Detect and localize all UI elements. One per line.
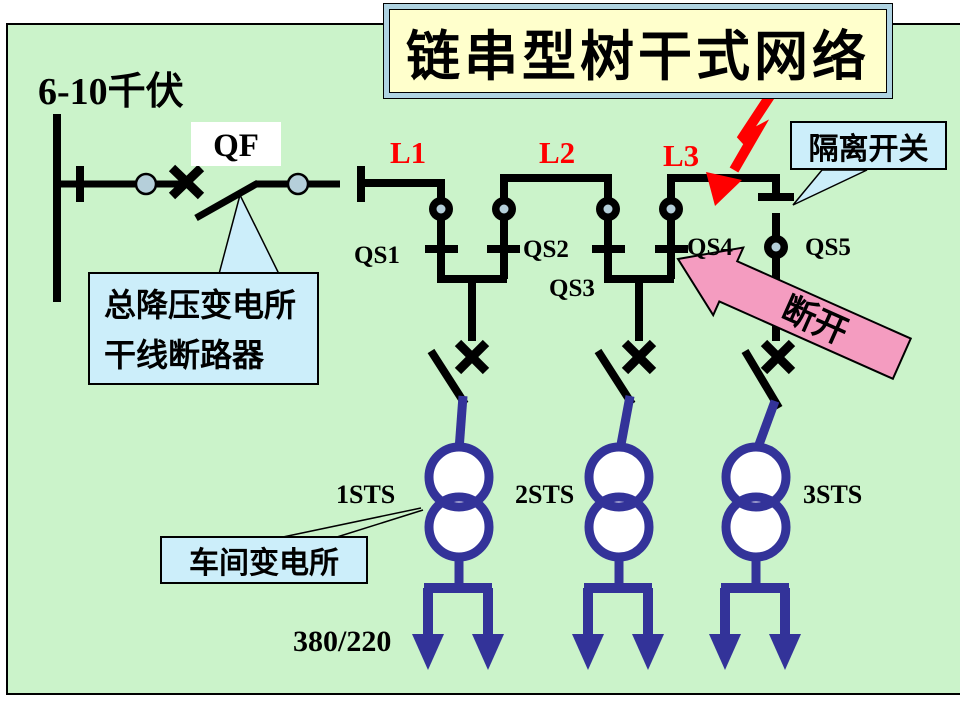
switch-label-qs1: QS1 — [354, 242, 400, 269]
node-circle — [134, 172, 158, 196]
main-breaker-callout-tail — [218, 192, 281, 275]
fault-lightning-arrow — [706, 93, 775, 206]
transformer-label-1sts: 1STS — [336, 480, 395, 509]
source-voltage-label: 6-10千伏 — [38, 71, 184, 113]
main-breaker-callout: 总降压变电所 干线断路器 — [88, 272, 319, 385]
workshop-callout: 车间变电所 — [160, 536, 368, 584]
line-label-l3: L3 — [663, 138, 699, 173]
main-breaker-callout-line1: 总降压变电所 — [104, 287, 297, 323]
drop-switch-blade-1 — [427, 348, 469, 407]
qf-label-box — [191, 122, 281, 166]
callout-pointers — [218, 169, 868, 538]
lv-feeder-arrowheads — [412, 634, 801, 670]
line-label-l1: L1 — [390, 135, 426, 170]
breaker-open-blade — [194, 179, 260, 222]
workshop-pointer-line — [336, 509, 424, 538]
page-title: 链串型树干式网络 — [389, 9, 887, 93]
node-circle — [286, 172, 310, 196]
main-breaker-callout-line2: 干线断路器 — [104, 337, 265, 373]
line-label-l2: L2 — [539, 135, 575, 170]
isolator-callout-tail — [792, 169, 868, 206]
isolator-callout-label: 隔离开关 — [808, 132, 929, 166]
line-tap-rings — [429, 197, 788, 259]
transformer-2sts — [584, 442, 654, 562]
transformer-label-2sts: 2STS — [515, 480, 574, 509]
workshop-pointer-line — [282, 507, 422, 538]
switch-label-qs2: QS2 — [523, 236, 569, 263]
title-box: 链串型树干式网络 — [383, 3, 893, 99]
drop-switch-blade-2 — [594, 348, 636, 407]
secondary-network — [412, 395, 801, 670]
transformer-label-3sts: 3STS — [803, 480, 862, 509]
switch-label-qs4: QS4 — [687, 234, 733, 261]
breaker-qf-label: QF — [213, 128, 259, 164]
line-l2-path — [500, 174, 612, 198]
drop-switch-blade-3 — [741, 348, 783, 411]
connection-nodes — [134, 172, 788, 259]
switch-label-qs3: QS3 — [549, 275, 595, 302]
isolator-callout: 隔离开关 — [790, 121, 947, 170]
transformer-1sts — [424, 442, 494, 562]
transformer-3sts — [721, 442, 791, 562]
workshop-callout-label: 车间变电所 — [189, 547, 339, 580]
line-l1-path — [361, 179, 445, 198]
lv-distribution-lines — [423, 555, 790, 638]
switch-label-qs5: QS5 — [805, 234, 851, 261]
secondary-voltage-label: 380/220 — [293, 625, 391, 658]
